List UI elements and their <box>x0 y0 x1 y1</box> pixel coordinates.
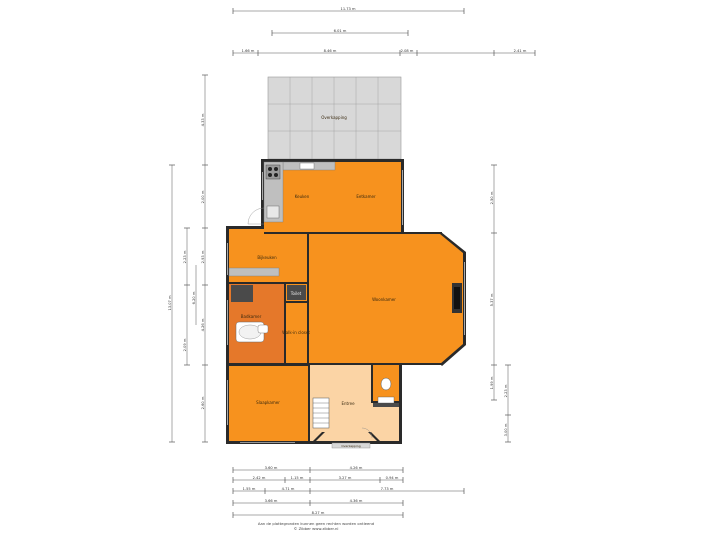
dim-bottom-r3a: 1.55 m <box>243 487 256 491</box>
room-label-toilet: Toilet <box>290 291 302 296</box>
room-label-bijkeuken: Bijkeuken <box>257 255 277 260</box>
dim-left-total: 13.07 m <box>168 295 172 310</box>
room-keuken-eetkamer <box>263 161 402 233</box>
dimensions-left: 13.07 m 4.33 m 2.00 m 2.93 m 4.26 m 2.60… <box>168 74 208 443</box>
dim-bottom-r4b: 4.36 m <box>350 499 363 503</box>
room-label-eetkamer: Eetkamer <box>356 194 376 199</box>
dim-bottom-r2a: 2.42 m <box>253 476 266 480</box>
utility-cabinet <box>231 285 253 302</box>
dim-bottom-r3c: 7.73 m <box>381 487 394 491</box>
dim-bottom-r1b: 4.26 m <box>350 466 363 470</box>
dim-bottom-r2d: 0.94 m <box>386 476 399 480</box>
small-sink-icon <box>377 396 395 404</box>
dim-left-f: 2.09 m <box>183 338 187 351</box>
room-label-walk-in-closet: Walk-in closet <box>282 330 310 335</box>
room-label-keuken: Keuken <box>295 194 310 199</box>
dim-right-e: 3.00 m <box>504 423 508 436</box>
dim-left-b: 2.00 m <box>201 190 205 203</box>
dim-bottom-r1a: 3.60 m <box>265 466 278 470</box>
dim-right-a: 2.50 m <box>490 191 494 204</box>
stove-icon <box>265 164 281 180</box>
dim-right-d: 2.23 m <box>504 384 508 397</box>
room-woonkamer <box>308 233 464 364</box>
dim-right-c: 1.99 m <box>490 376 494 389</box>
room-label-overkapping-small: Overkapping <box>341 444 360 448</box>
wc-icon <box>380 377 392 391</box>
dim-top-b: 8.46 m <box>324 49 337 53</box>
room-label-overkapping: Overkapping <box>321 115 347 120</box>
room-label-slaapkamer: Slaapkamer <box>256 400 280 405</box>
toilet-box <box>287 285 306 300</box>
door-arc-entree <box>361 427 373 439</box>
fixtures <box>228 161 462 449</box>
room-small-hall <box>372 402 400 442</box>
dim-left-g: 6.20 m <box>192 291 196 304</box>
dimensions-top: 11.73 m 6.01 m 1.66 m 8.46 m 2.08 m 2.41… <box>232 7 536 56</box>
stairs-icon <box>312 397 330 429</box>
door-arc-keuken <box>247 207 265 225</box>
dim-left-a: 4.33 m <box>201 113 205 126</box>
dimensions-right: 2.50 m 5.37 m 1.99 m 2.23 m 3.00 m <box>490 164 511 443</box>
dim-bottom-r2c: 3.27 m <box>339 476 352 480</box>
dim-left-c: 2.23 m <box>183 250 187 263</box>
overkapping-terrace: Overkapping <box>267 76 402 160</box>
room-label-entree: Entree <box>341 401 355 406</box>
dim-bottom-r3b: 4.71 m <box>282 487 295 491</box>
dim-bottom-r5: 8.27 m <box>312 511 325 515</box>
windows <box>227 170 465 443</box>
footer-copyright: © Zibber www.zibber.nl <box>294 526 339 531</box>
dim-top-second: 6.01 m <box>334 29 347 33</box>
dim-top-total: 11.73 m <box>341 7 356 11</box>
dim-left-d: 2.93 m <box>201 250 205 263</box>
footer-disclaimer: Aan de plattegronden kunnen geen rechten… <box>258 521 375 526</box>
sink-icon <box>299 162 315 170</box>
dim-right-b: 5.37 m <box>490 293 494 306</box>
room-label-woonkamer: Woonkamer <box>372 297 396 302</box>
room-label-badkamer: Badkamer <box>241 314 262 319</box>
dim-bottom-r4a: 3.66 m <box>265 499 278 503</box>
fridge-icon <box>266 205 280 219</box>
overkapping-small <box>331 442 371 449</box>
room-labels: Keuken Eetkamer Bijkeuken Woonkamer Toil… <box>241 194 396 448</box>
room-slaapkamer <box>229 365 308 442</box>
dim-top-c: 2.08 m <box>401 49 414 53</box>
room-walk-in-closet <box>285 302 308 363</box>
dim-bottom-r2b: 1.15 m <box>291 476 304 480</box>
dim-left-e: 4.26 m <box>201 318 205 331</box>
dim-left-h: 2.60 m <box>201 396 205 409</box>
utility-counter <box>228 267 280 277</box>
dim-top-a: 1.66 m <box>242 49 255 53</box>
washbasin-icon <box>257 324 269 334</box>
dim-top-d: 2.41 m <box>514 49 527 53</box>
dimensions-bottom: 3.60 m 4.26 m 2.42 m 1.15 m 3.27 m 0.94 … <box>232 466 465 518</box>
